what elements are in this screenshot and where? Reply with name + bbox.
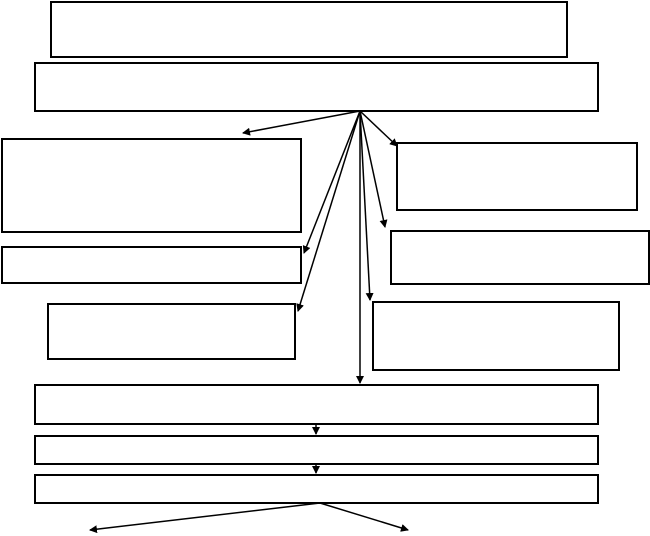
arrow-source-box-to-left-thin-box (302, 110, 361, 254)
boxes-layer (1, 1, 650, 504)
arrow-source-box-to-right-middle-box (359, 110, 388, 228)
left-lower-box (47, 303, 296, 360)
right-middle-box (390, 230, 650, 285)
right-upper-box (396, 142, 638, 211)
left-thin-box (1, 246, 302, 284)
left-lower-box-frame (47, 303, 296, 360)
header-box-frame (50, 1, 568, 58)
header-box (50, 1, 568, 58)
source-box (34, 62, 599, 112)
left-large-box-frame (1, 138, 302, 233)
right-upper-box-frame (396, 142, 638, 211)
source-box-frame (34, 62, 599, 112)
wide-box-3 (34, 474, 599, 504)
wide-box-3-frame (34, 474, 599, 504)
wide-box-1 (34, 384, 599, 425)
arrow-source-box-to-right-lower-box (359, 110, 374, 301)
wide-box-2 (34, 435, 599, 465)
right-middle-box-frame (390, 230, 650, 285)
arrow-source-box-to-left-large-box (242, 110, 361, 136)
right-lower-box-frame (372, 301, 620, 371)
wide-box-2-frame (34, 435, 599, 465)
arrow-wide-box-3-to-left-output (89, 502, 321, 534)
arrow-source-box-to-right-upper-box (359, 110, 398, 147)
arrow-source-box-to-left-lower-box (296, 110, 361, 312)
left-thin-box-frame (1, 246, 302, 284)
right-lower-box (372, 301, 620, 371)
connectors-layer (89, 110, 409, 534)
left-large-box (1, 138, 302, 233)
wide-box-1-frame (34, 384, 599, 425)
arrow-wide-box-3-to-right-output (319, 502, 409, 532)
